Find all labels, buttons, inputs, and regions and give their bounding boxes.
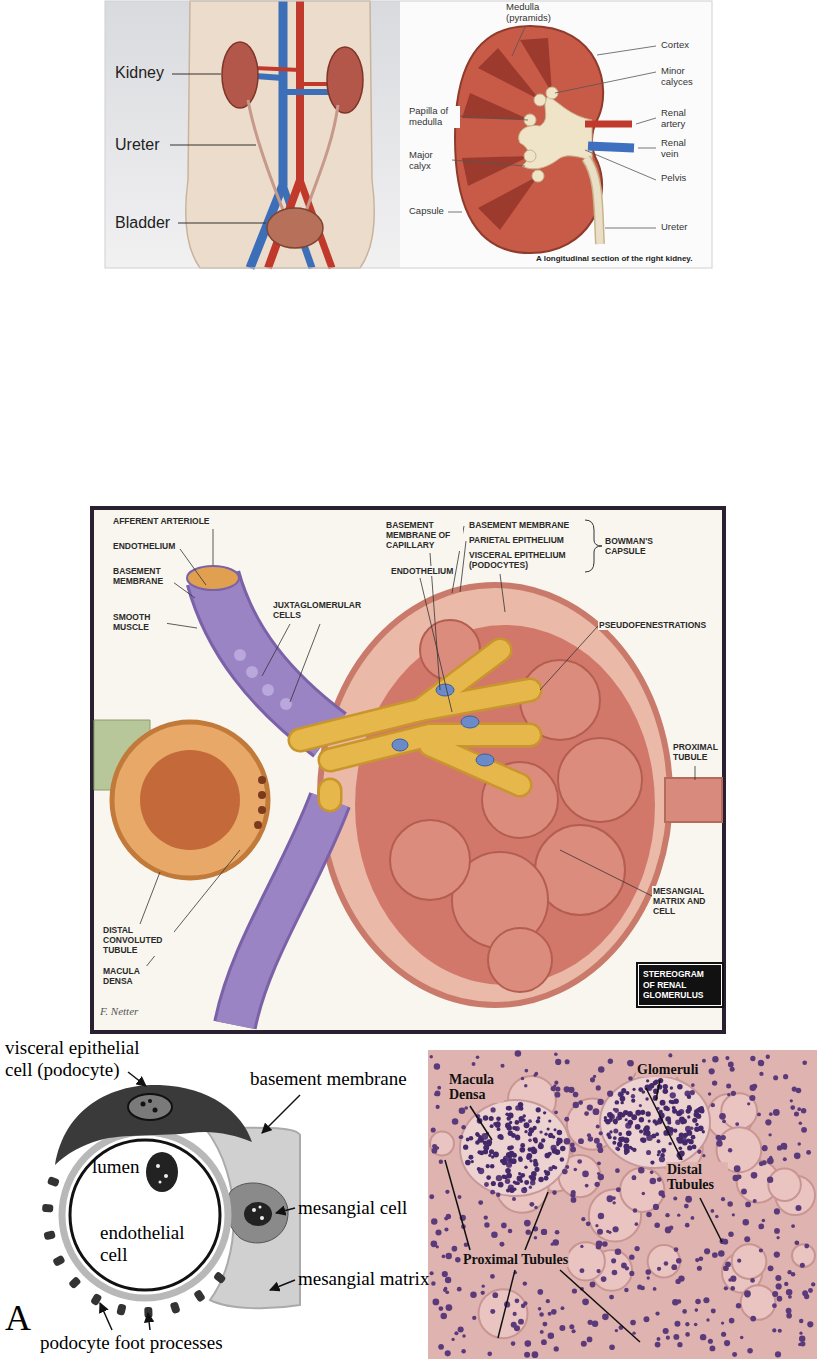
part-label: Renal vein: [660, 138, 704, 160]
part-label: Major calyx: [408, 150, 452, 172]
part-label: Minor calyces: [660, 66, 708, 88]
part-label: basement membrane: [250, 1068, 407, 1090]
part-label: Papilla of medulla: [408, 106, 460, 128]
signature: F. Netter: [100, 1005, 138, 1017]
part-label: PSEUDOFENESTRATIONS: [598, 620, 707, 630]
part-label: DISTAL CONVOLUTED TUBULE: [102, 925, 174, 956]
part-label: visceral epithelial cell (podocyte): [5, 1037, 167, 1081]
structure-label: Glomeruli: [636, 1062, 699, 1077]
part-label: lumen: [92, 1156, 140, 1178]
part-label: JUXTAGLOMERULAR CELLS: [272, 600, 377, 620]
structure-label: Macula Densa: [448, 1072, 504, 1103]
bracket-label: BOWMAN'S CAPSULE: [604, 536, 674, 556]
part-label: mesangial matrix: [298, 1268, 429, 1290]
organ-label: Ureter: [115, 136, 159, 154]
kidney-section-figure: [105, 1, 712, 268]
glomerulus-stereogram: [92, 508, 724, 1032]
part-label: PROXIMAL TUBULE: [672, 742, 722, 762]
part-label: Ureter: [660, 222, 688, 233]
part-label: VISCERAL EPITHELIUM (PODOCYTES): [468, 550, 586, 570]
title-text: STEREOGRAM OF RENAL GLOMERULUS: [643, 969, 717, 1001]
histology-micrograph: [428, 1050, 817, 1359]
title-box: STEREOGRAM OF RENAL GLOMERULUS: [636, 962, 724, 1008]
part-label: BASEMENT MEMBRANE: [112, 566, 174, 586]
part-label: BASEMENT MEMBRANE OF CAPILLARY: [385, 520, 463, 551]
part-label: Medulla (pyramids): [505, 2, 563, 24]
part-label: PARIETAL EPITHELIUM: [468, 535, 565, 545]
structure-label: Proximal Tubules: [462, 1252, 569, 1267]
organ-label: Kidney: [115, 64, 164, 82]
part-label: MESANGIAL MATRIX AND CELL: [652, 886, 716, 917]
glomerular-capillary-schematic: [42, 1072, 300, 1330]
part-label: BASEMENT MEMBRANE: [468, 520, 570, 530]
organ-label: Bladder: [115, 214, 170, 232]
part-label: ENDOTHELIUM: [390, 566, 454, 576]
panel-letter: A: [5, 1300, 31, 1336]
urinary-system-figure: [105, 1, 400, 268]
part-label: Pelvis: [660, 173, 687, 184]
part-label: AFFERENT ARTERIOLE: [112, 516, 211, 526]
part-label: mesangial cell: [298, 1197, 407, 1219]
part-label: ENDOTHELIUM: [112, 541, 176, 551]
part-label: Renal artery: [660, 108, 704, 130]
part-label: Cortex: [660, 40, 690, 51]
part-label: podocyte foot processes: [40, 1332, 223, 1354]
part-label: endothelial cell: [100, 1222, 200, 1266]
part-label: SMOOTH MUSCLE: [112, 612, 167, 632]
part-label: MACULA DENSA: [102, 966, 162, 986]
figure-caption: A longitudinal section of the right kidn…: [536, 254, 692, 263]
structure-label: Distal Tubules: [666, 1162, 728, 1193]
part-label: Capsule: [408, 206, 445, 217]
